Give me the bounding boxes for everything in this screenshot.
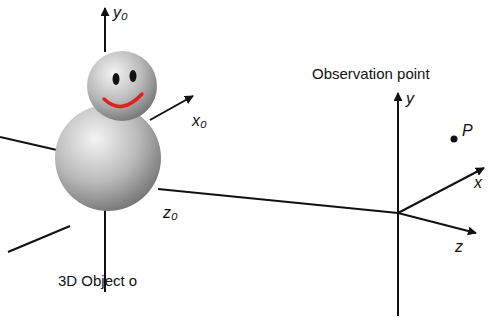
- axis-label: x₀: [192, 112, 207, 130]
- axis-label: y₀: [113, 4, 128, 22]
- axis-label: x: [474, 174, 482, 192]
- object-caption: 3D Object o: [58, 273, 137, 290]
- object-axes-front: [105, 8, 398, 213]
- snowman-object: [55, 51, 161, 211]
- axis-label: z₀: [163, 204, 178, 222]
- point-p: [451, 136, 458, 143]
- point-caption: Observation point: [312, 66, 430, 83]
- axis-label: z: [455, 238, 463, 256]
- point-label: P: [462, 122, 473, 140]
- axis-label: y: [406, 90, 414, 108]
- observation-axes: [398, 93, 484, 316]
